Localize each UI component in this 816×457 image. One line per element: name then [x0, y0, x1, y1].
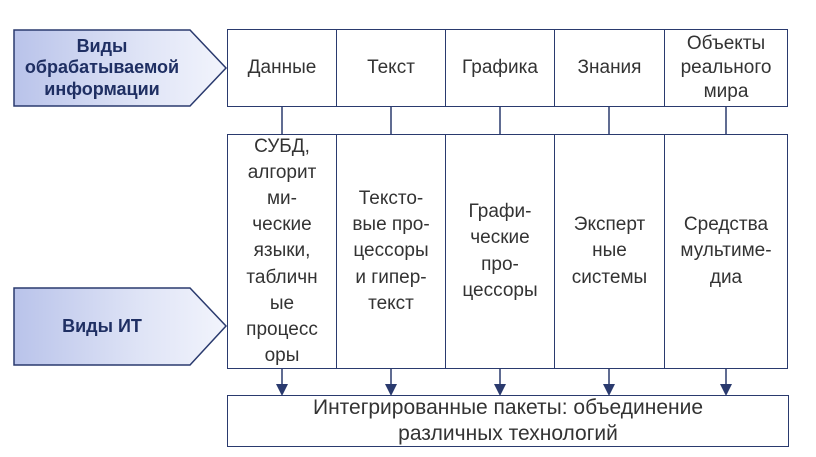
top-cell-knowledge: Знания [554, 29, 665, 107]
it-types-label: Виды ИТ [14, 288, 190, 365]
bottom-line: Интегрированные пакеты: объединение [312, 395, 704, 419]
mid-cell-expert-systems: Эксперт ные системы [554, 134, 665, 369]
top-cell-line: Графика [462, 57, 538, 79]
mid-cell-line: табличн [246, 266, 318, 288]
mid-cell-line: Графи- [468, 201, 532, 223]
mid-cell-line: ми- [266, 187, 297, 209]
mid-cell-line: языки, [253, 240, 311, 262]
info-types-label-line: информации [44, 78, 160, 99]
info-types-label-arrow [13, 29, 228, 107]
info-types-label-line: обрабатываемой [24, 57, 180, 78]
top-cell-line: Текст [367, 57, 415, 79]
mid-cell-graphic-processors: Графи- ческие про- цессоры [445, 134, 555, 369]
mid-cell-line: вые про- [352, 214, 430, 236]
mid-cell-line: Эксперт [573, 214, 646, 236]
mid-cell-line: цессоры [353, 240, 429, 262]
top-cell-data: Данные [227, 29, 337, 107]
mid-cell-line: системы [571, 266, 648, 288]
mid-cell-line: ческие [470, 227, 530, 249]
mid-cell-line: Тексто- [358, 187, 424, 209]
mid-cell-line: текст [368, 292, 414, 314]
mid-cell-line: про- [481, 253, 519, 275]
top-cell-line: реального [680, 57, 772, 79]
mid-cell-line: диа [709, 266, 743, 288]
mid-cell-text-processors: Тексто- вые про- цессоры и гипер- текст [336, 134, 446, 369]
it-types-label-arrow [13, 287, 228, 366]
top-cell-line: Знания [577, 57, 642, 79]
mid-cell-line: алгорит [247, 161, 317, 183]
top-cell-graphics: Графика [445, 29, 555, 107]
mid-cell-line: и гипер- [355, 266, 427, 288]
mid-cell-line: оры [264, 345, 300, 367]
top-cell-line: мира [703, 80, 749, 102]
mid-cell-dbms: СУБД, алгорит ми- ческие языки, табличн … [227, 134, 337, 369]
connector-lines [276, 107, 732, 396]
mid-cell-line: ые [269, 292, 295, 314]
mid-cell-line: СУБД, [254, 135, 310, 157]
info-types-label: Виды обрабатываемой информации [14, 30, 190, 106]
integrated-packages-box: Интегрированные пакеты: объединение разл… [227, 395, 789, 447]
top-cell-line: Объекты [686, 33, 766, 55]
top-cell-real-objects: Объекты реального мира [664, 29, 788, 107]
info-types-label-line: Виды [76, 35, 128, 56]
mid-cell-line: ческие [252, 214, 312, 236]
mid-cell-line: Средства [683, 214, 769, 236]
it-types-label-text: Виды ИТ [62, 315, 142, 336]
mid-cell-multimedia: Средства мультиме- диа [664, 134, 788, 369]
mid-cell-line: мультиме- [680, 240, 772, 262]
top-cell-line: Данные [247, 57, 317, 79]
bottom-line: различных технологий [398, 422, 618, 445]
mid-cell-line: процесс [246, 319, 318, 341]
mid-cell-line: ные [592, 240, 627, 262]
top-cell-text: Текст [336, 29, 446, 107]
mid-cell-line: цессоры [462, 279, 538, 301]
